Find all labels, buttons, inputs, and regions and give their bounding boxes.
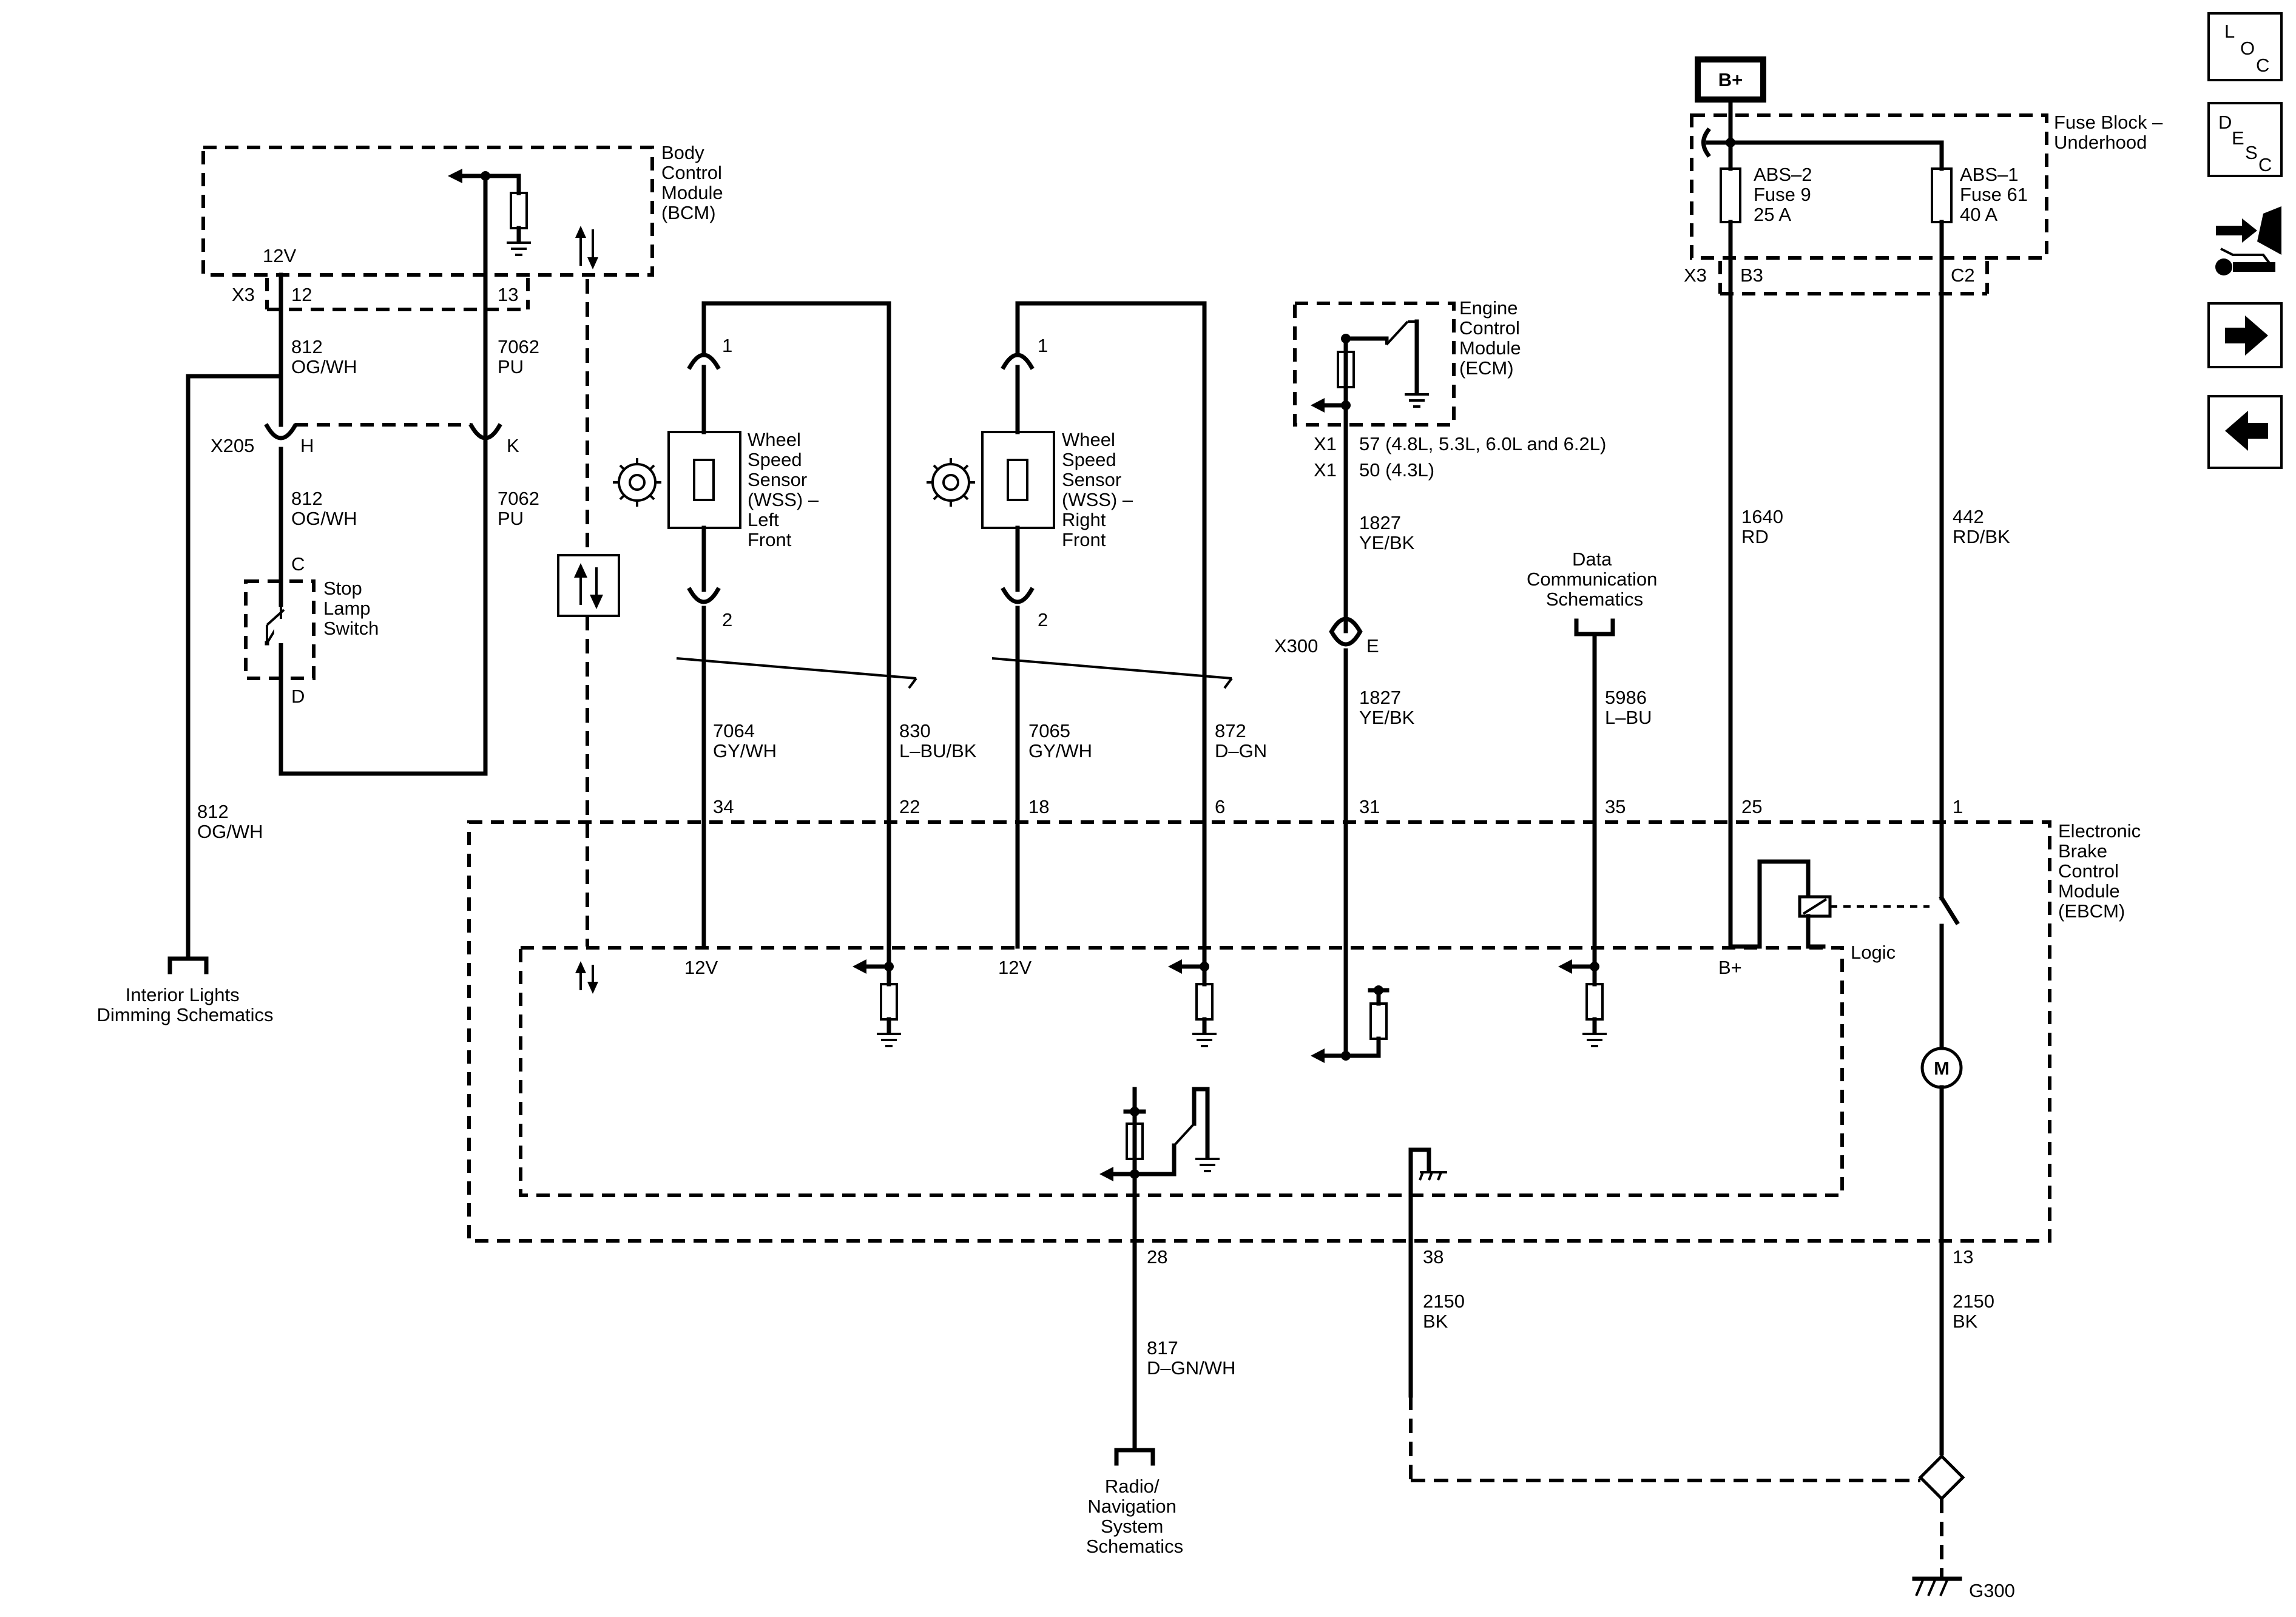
wss-left-pin-2: 2 [722, 609, 732, 630]
desc-button[interactable]: D E S C [2207, 102, 2283, 177]
ebcm-pin-35: 35 [1605, 796, 1626, 817]
switch-pin-c: C [291, 553, 305, 575]
ebcm-pin-38: 38 [1423, 1246, 1443, 1268]
ecm-label: Engine Control Module (ECM) [1459, 297, 1526, 379]
ebcm-pin-1: 1 [1953, 796, 1963, 817]
previous-page-button[interactable] [2207, 395, 2283, 469]
battery-b-plus: B+ [1718, 69, 1743, 90]
bcm-pin-12: 12 [291, 284, 312, 305]
wire-7062-b-label: 7062 PU [498, 488, 545, 529]
fuse-pin-c2: C2 [1951, 265, 1975, 286]
ebcm-pin-25: 25 [1741, 796, 1762, 817]
interior-lights-reference[interactable]: Interior Lights Dimming Schematics [96, 984, 273, 1025]
next-page-button[interactable] [2207, 302, 2283, 368]
wire-5986-label: 5986 L–BU [1605, 687, 1652, 728]
switch-pin-d: D [291, 686, 305, 707]
loc-letter-c: C [2256, 55, 2269, 76]
ebcm-pin-13: 13 [1953, 1246, 1973, 1268]
ebcm-b-plus: B+ [1718, 957, 1742, 978]
wire-817-label: 817 D–GN/WH [1147, 1337, 1235, 1379]
stop-lamp-switch [244, 579, 316, 680]
ebcm-logic-label: Logic [1851, 942, 1896, 963]
wire-2150-b-label: 2150 BK [1953, 1291, 2000, 1332]
desc-letter-c: C [2258, 154, 2272, 175]
desc-letter-e: E [2232, 127, 2244, 149]
ebcm-pin-18: 18 [1028, 796, 1049, 817]
ebcm-pin-31: 31 [1359, 796, 1380, 817]
fuse-block-label: Fuse Block – Underhood [2054, 112, 2168, 153]
ecm-pin-57: 57 (4.8L, 5.3L, 6.0L and 6.2L) [1359, 433, 1606, 454]
wss-left-label: Wheel Speed Sensor (WSS) – Left Front [748, 429, 824, 550]
ground-g300: G300 [1969, 1580, 2015, 1601]
wss-right-supply: 12V [998, 957, 1032, 978]
fuse-abs-1: ABS–1 Fuse 61 40 A [1960, 164, 2033, 225]
data-comm-reference[interactable]: Data Communication Schematics [1527, 549, 1663, 610]
wss-right-pin-2: 2 [1038, 609, 1048, 630]
wire-812-c-label: 812 OG/WH [197, 801, 263, 842]
x300-connector: X300 [1274, 635, 1318, 657]
wss-right-label: Wheel Speed Sensor (WSS) – Right Front [1062, 429, 1138, 550]
bcm-label: Body Control Module (BCM) [661, 142, 728, 223]
loc-letter-l: L [2224, 21, 2235, 42]
fuse-abs-2: ABS–2 Fuse 9 25 A [1754, 164, 1817, 225]
wire-872-label: 872 D–GN [1215, 720, 1267, 761]
wire-1640-label: 1640 RD [1741, 506, 1789, 547]
desc-letter-s: S [2245, 142, 2258, 163]
ecm-x1-conn-b: X1 [1314, 459, 1337, 481]
wire-812-b-label: 812 OG/WH [291, 488, 357, 529]
x205-connector: X205 [211, 435, 254, 456]
wire-7062-label: 7062 PU [498, 336, 545, 377]
arrow-right-icon [2225, 316, 2268, 356]
serial-data-icon [557, 554, 620, 617]
desc-letter-d: D [2218, 112, 2232, 133]
wire-1827-b-label: 1827 YE/BK [1359, 687, 1415, 728]
ebcm-pin-6: 6 [1215, 796, 1225, 817]
ebcm-label: Electronic Brake Control Module (EBCM) [2058, 820, 2146, 922]
x300-pin-e: E [1366, 635, 1379, 657]
ecm-pin-50: 50 (4.3L) [1359, 459, 1434, 481]
wss-right-pin-1: 1 [1038, 335, 1048, 356]
wire-2150-a-label: 2150 BK [1423, 1291, 1470, 1332]
wss-left-supply: 12V [684, 957, 718, 978]
wire-442-label: 442 RD/BK [1953, 506, 2010, 547]
ebcm-inner-boundary [519, 946, 1844, 1197]
bcm-pin-13: 13 [498, 284, 518, 305]
x205-pin-k: K [507, 435, 519, 456]
fuse-x3-connector: X3 [1684, 265, 1707, 286]
arrow-left-icon [2225, 411, 2268, 451]
wire-7065-label: 7065 GY/WH [1028, 720, 1092, 761]
bcm-12v: 12V [263, 245, 296, 266]
wire-812-label: 812 OG/WH [291, 336, 357, 377]
wss-right-gear-icon [927, 458, 975, 507]
bcm-x3-connector: X3 [232, 284, 255, 305]
loc-button[interactable]: L O C [2207, 12, 2283, 81]
wire-1827-a-label: 1827 YE/BK [1359, 512, 1415, 553]
ebcm-outer-boundary [467, 820, 2051, 1243]
bcm-boundary [201, 146, 654, 277]
wss-left-pin-1: 1 [722, 335, 732, 356]
connector-tools-icon[interactable] [2215, 206, 2281, 275]
wss-left-gear-icon [613, 458, 661, 507]
x205-pin-h: H [300, 435, 314, 456]
ecm-x1-conn-a: X1 [1314, 433, 1337, 454]
pump-motor-label: M [1934, 1058, 1950, 1079]
wire-830-label: 830 L–BU/BK [899, 720, 977, 761]
stop-lamp-switch-label: Stop Lamp Switch [323, 578, 379, 639]
ground-splice [1918, 1454, 1965, 1501]
radio-nav-reference[interactable]: Radio/ Navigation System Schematics [1086, 1476, 1183, 1557]
ecm-boundary [1293, 302, 1456, 427]
wire-7064-label: 7064 GY/WH [713, 720, 777, 761]
loc-letter-o: O [2240, 38, 2255, 59]
fuse-block-boundary [1690, 113, 2048, 260]
ebcm-pin-28: 28 [1147, 1246, 1167, 1268]
ebcm-pin-22: 22 [899, 796, 920, 817]
fuse-pin-b3: B3 [1740, 265, 1763, 286]
ebcm-pin-34: 34 [713, 796, 734, 817]
